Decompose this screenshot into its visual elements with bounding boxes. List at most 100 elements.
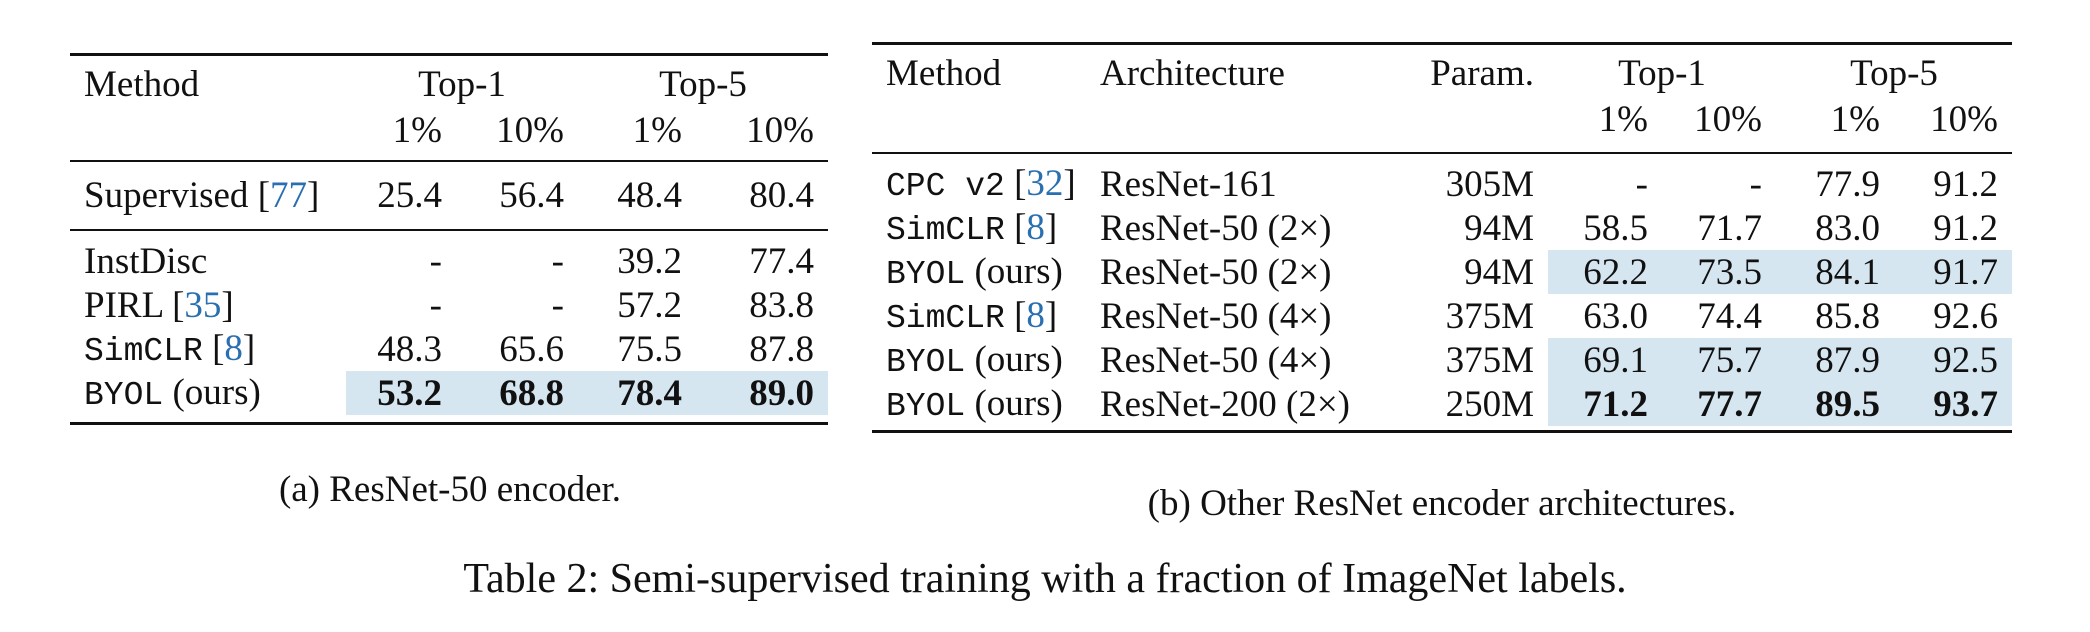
method-cell: BYOL (ours): [886, 339, 1063, 381]
value-cell: 75.7: [1662, 338, 1776, 382]
table-row-highlighted: BYOL (ours) 53.2 68.8 78.4 89.0: [70, 371, 828, 415]
table-b-subheader-top1-1pct: 1%: [1598, 98, 1648, 140]
architecture-cell: ResNet-50 (4×): [1100, 339, 1332, 381]
value-cell: 77.9: [1815, 163, 1880, 205]
table-a-header-top1: Top-1: [418, 63, 506, 105]
table-row-highlighted: BYOL (ours) ResNet-50 (4×) 375M 69.1 75.…: [872, 338, 2012, 382]
value-cell: 92.6: [1933, 295, 1998, 337]
method-cell: BYOL (ours): [886, 383, 1063, 425]
citation-link[interactable]: 8: [224, 328, 243, 369]
value-cell: 91.7: [1894, 250, 2012, 294]
citation-link[interactable]: 8: [1026, 295, 1045, 336]
architecture-cell: ResNet-200 (2×): [1100, 383, 1351, 425]
table-b-bottom-rule: [872, 430, 2012, 433]
method-cell: Supervised [77]: [84, 174, 320, 216]
method-cell: SimCLR [8]: [886, 207, 1058, 249]
table-a-top-rule: [70, 53, 828, 56]
value-cell: 93.7: [1894, 382, 2012, 426]
value-cell: 57.2: [617, 284, 682, 326]
method-cell: PIRL [35]: [84, 284, 234, 326]
method-cell: CPC v2 [32]: [886, 163, 1076, 205]
table-a-subheader-top5-10pct: 10%: [746, 109, 814, 151]
value-cell: 87.9: [1776, 338, 1894, 382]
table-b-caption: (b) Other ResNet encoder architectures.: [1147, 483, 1737, 524]
table-row: CPC v2 [32] ResNet-161 305M - - 77.9 91.…: [872, 162, 2012, 206]
table-a-header-method: Method: [84, 63, 200, 105]
value-cell: -: [551, 284, 564, 326]
table-a-header-top5: Top-5: [659, 63, 747, 105]
table-a-subheader-top1-1pct: 1%: [392, 109, 442, 151]
param-cell: 94M: [1464, 251, 1534, 293]
table-a: Method Top-1 Top-5 1% 10% 1% 10%: [70, 62, 828, 154]
table-row: SimCLR [8] ResNet-50 (2×) 94M 58.5 71.7 …: [872, 206, 2012, 250]
value-cell: 77.7: [1662, 382, 1776, 426]
value-cell: 48.4: [617, 174, 682, 216]
table-b-header-architecture: Architecture: [1100, 52, 1285, 94]
table-a-caption: (a) ResNet-50 encoder.: [278, 469, 622, 510]
table-b-subheader-top1-10pct: 10%: [1694, 98, 1762, 140]
value-cell: -: [429, 240, 442, 282]
value-cell: -: [551, 240, 564, 282]
architecture-cell: ResNet-50 (2×): [1100, 207, 1332, 249]
value-cell: 89.0: [696, 371, 828, 415]
table-a-body: InstDisc - - 39.2 77.4 PIRL [35] - - 57.…: [70, 239, 828, 415]
param-cell: 375M: [1445, 295, 1534, 337]
method-cell: BYOL (ours): [84, 372, 261, 414]
value-cell: 92.5: [1894, 338, 2012, 382]
value-cell: 56.4: [499, 174, 564, 216]
method-cell: InstDisc: [84, 240, 208, 282]
value-cell: 78.4: [578, 371, 696, 415]
value-cell: 65.6: [499, 328, 564, 370]
value-cell: 77.4: [749, 240, 814, 282]
table-b-top-rule: [872, 42, 2012, 45]
value-cell: 75.5: [617, 328, 682, 370]
architecture-cell: ResNet-161: [1100, 163, 1277, 205]
table-a-baseline: Supervised [77] 25.4 56.4 48.4 80.4: [70, 172, 828, 218]
param-cell: 94M: [1464, 207, 1534, 249]
table-row: SimCLR [8] 48.3 65.6 75.5 87.8: [70, 327, 828, 371]
citation-link[interactable]: 77: [270, 174, 308, 216]
value-cell: 80.4: [749, 174, 814, 216]
value-cell: 74.4: [1697, 295, 1762, 337]
value-cell: 91.2: [1933, 163, 1998, 205]
param-cell: 305M: [1445, 163, 1534, 205]
table-a-subheader-top5-1pct: 1%: [632, 109, 682, 151]
value-cell: 68.8: [456, 371, 578, 415]
table-a-subheader-top1-10pct: 10%: [496, 109, 564, 151]
citation-link[interactable]: 8: [1026, 207, 1045, 248]
value-cell: 39.2: [617, 240, 682, 282]
value-cell: -: [1635, 163, 1648, 205]
architecture-cell: ResNet-50 (2×): [1100, 251, 1332, 293]
table-caption: Table 2: Semi-supervised training with a…: [463, 556, 1627, 602]
param-cell: 375M: [1445, 339, 1534, 381]
architecture-cell: ResNet-50 (4×): [1100, 295, 1332, 337]
table-b-subheader-top5-10pct: 10%: [1930, 98, 1998, 140]
method-cell: SimCLR [8]: [886, 295, 1058, 337]
table-b-header-rule: [872, 152, 2012, 154]
table-b-subheader-top5-1pct: 1%: [1830, 98, 1880, 140]
value-cell: 62.2: [1548, 250, 1662, 294]
table-row-highlighted: BYOL (ours) ResNet-50 (2×) 94M 62.2 73.5…: [872, 250, 2012, 294]
method-cell: SimCLR [8]: [84, 328, 256, 370]
value-cell: -: [429, 284, 442, 326]
value-cell: 48.3: [377, 328, 442, 370]
value-cell: 53.2: [346, 371, 456, 415]
table-b-header-method: Method: [886, 52, 1002, 94]
table-b-body: CPC v2 [32] ResNet-161 305M - - 77.9 91.…: [872, 162, 2012, 426]
citation-link[interactable]: 32: [1026, 163, 1064, 204]
method-cell: BYOL (ours): [886, 251, 1063, 293]
table-row: SimCLR [8] ResNet-50 (4×) 375M 63.0 74.4…: [872, 294, 2012, 338]
table-b: Method Architecture Param. Top-1 Top-5 1…: [872, 50, 2012, 142]
value-cell: 87.8: [749, 328, 814, 370]
citation-link[interactable]: 35: [184, 284, 222, 326]
table-b-header-top1: Top-1: [1618, 52, 1706, 94]
table-a-header-rule: [70, 160, 828, 162]
value-cell: 71.2: [1548, 382, 1662, 426]
value-cell: 71.7: [1697, 207, 1762, 249]
table-b-header-top5: Top-5: [1850, 52, 1938, 94]
value-cell: 73.5: [1662, 250, 1776, 294]
table-b-header-param: Param.: [1430, 52, 1534, 94]
table-row: Supervised [77] 25.4 56.4 48.4 80.4: [70, 172, 828, 218]
value-cell: 25.4: [377, 174, 442, 216]
value-cell: 63.0: [1583, 295, 1648, 337]
